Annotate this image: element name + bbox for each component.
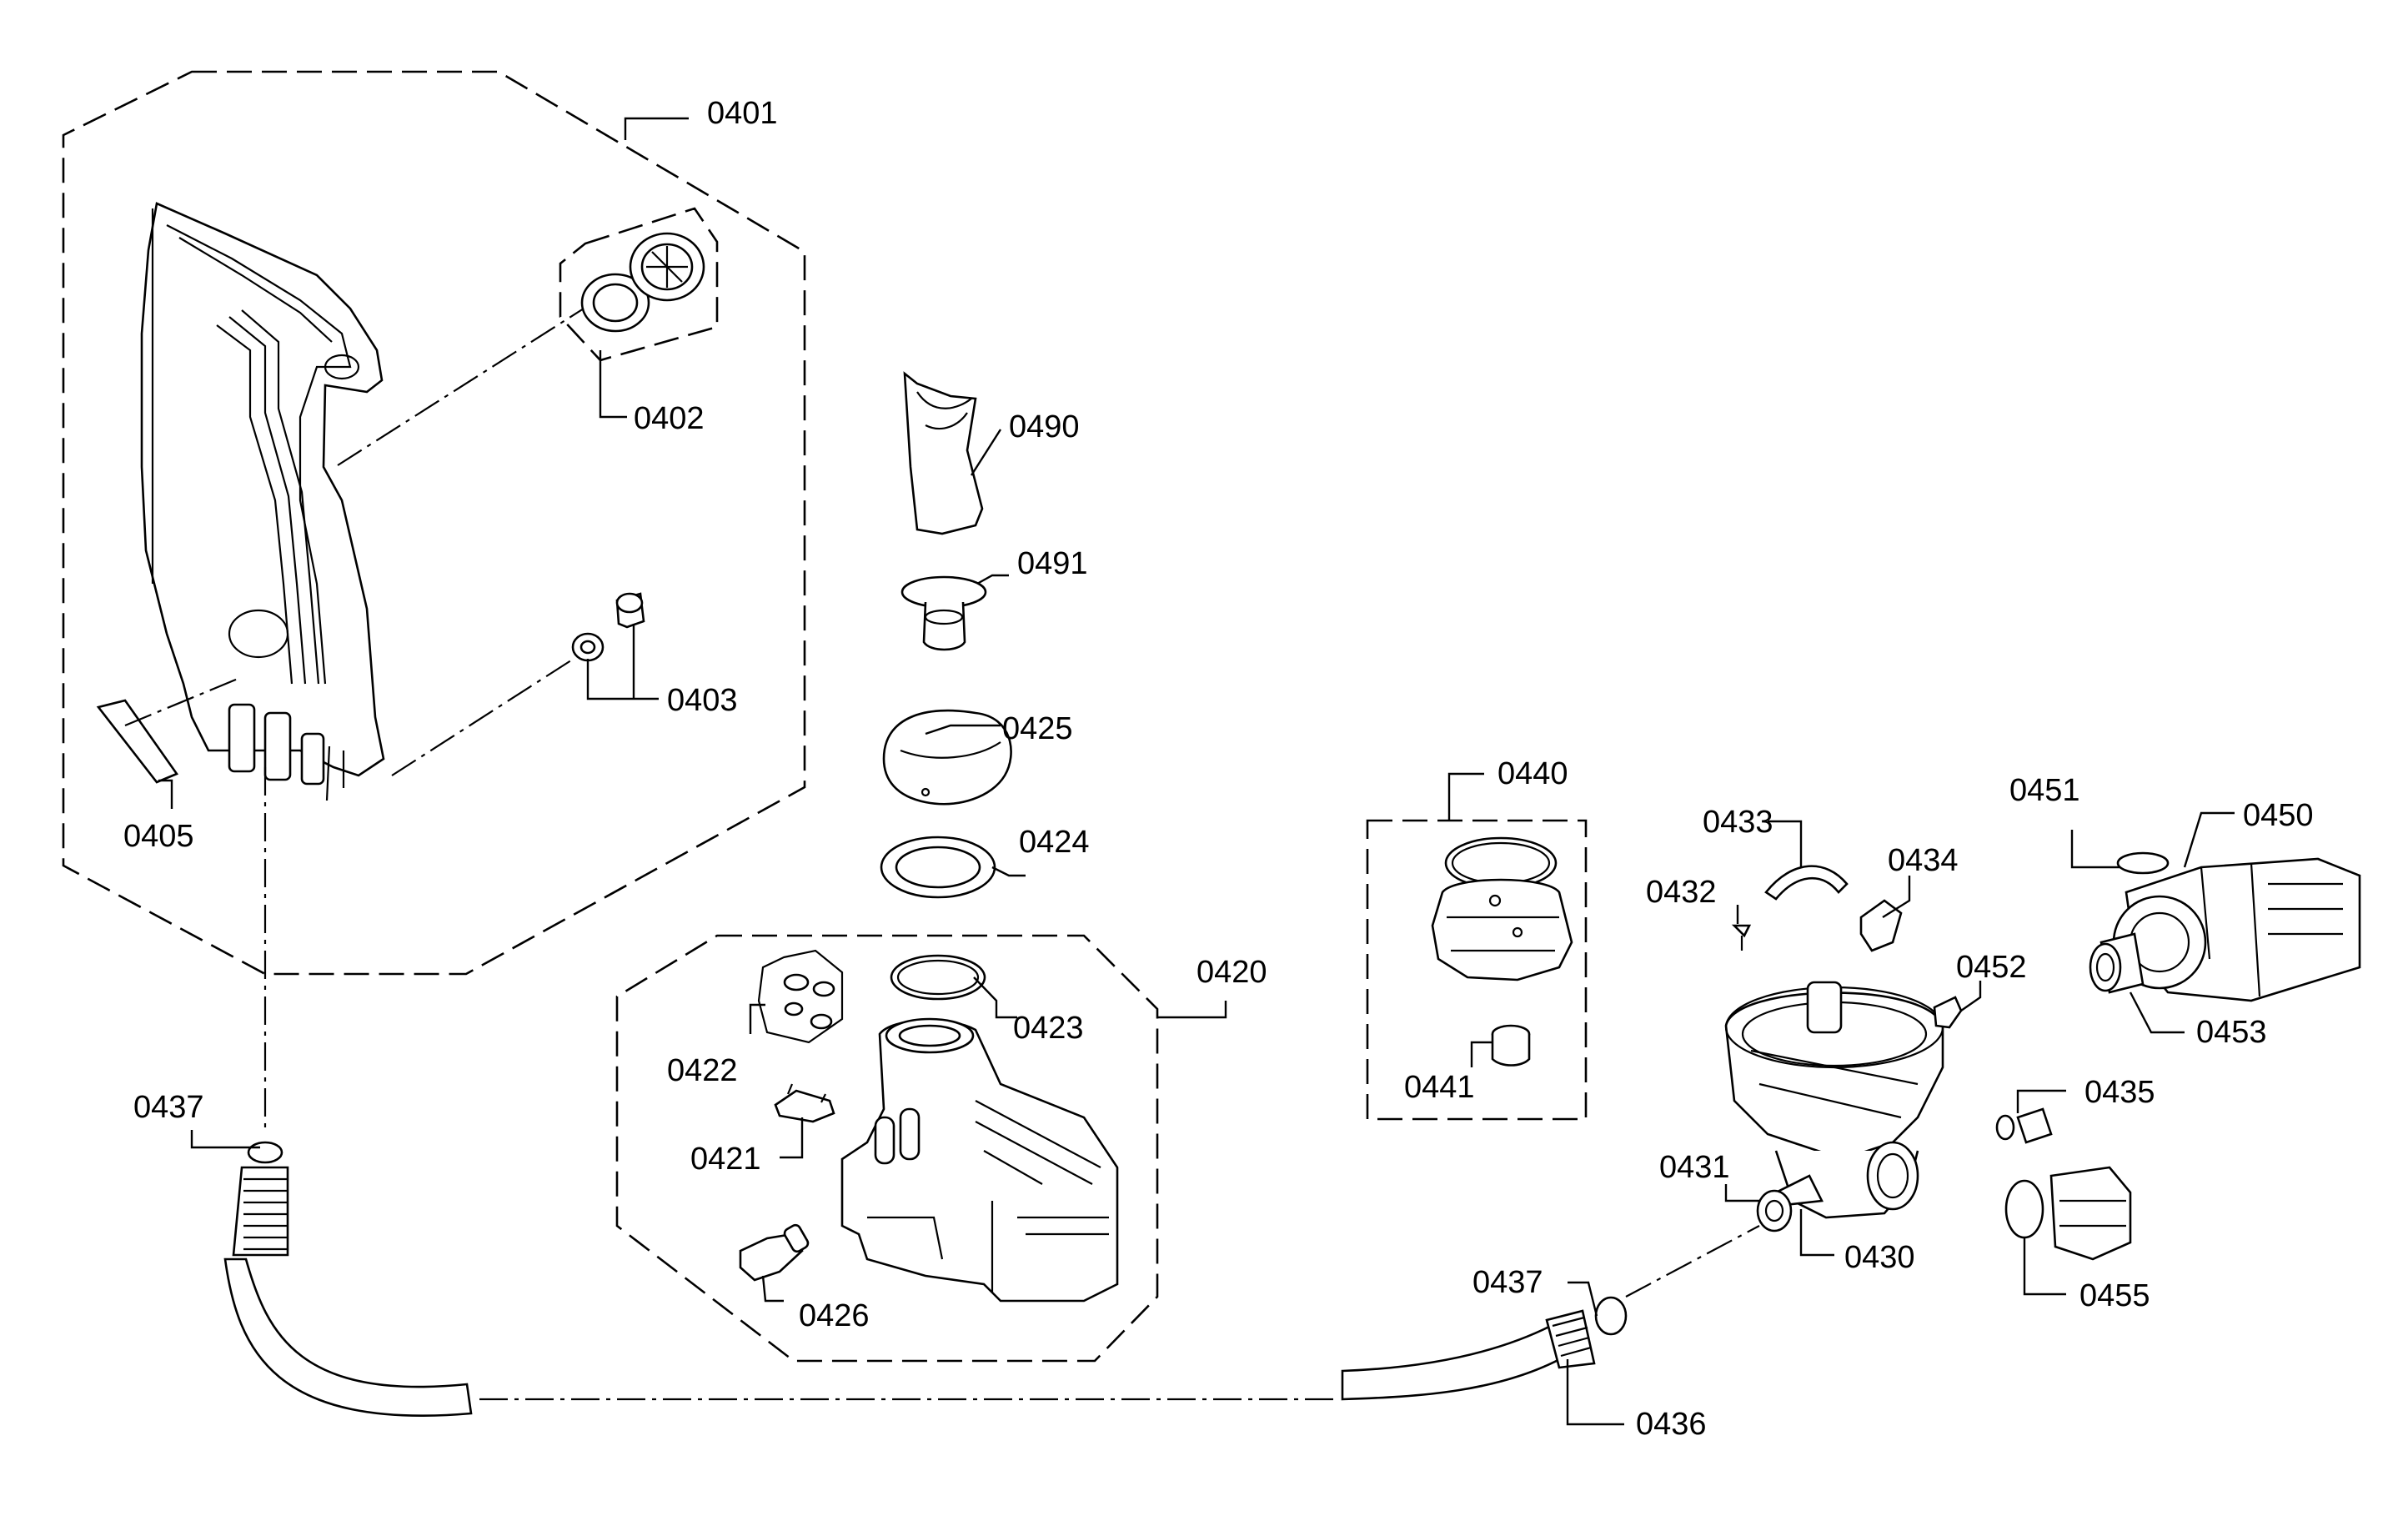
label-0490: 0490 bbox=[1009, 409, 1080, 444]
centerline-0402 bbox=[337, 308, 584, 466]
clip-0452-icon bbox=[1933, 996, 1963, 1029]
centerline-0437-right bbox=[1625, 1225, 1760, 1298]
group-0402-outline bbox=[559, 207, 719, 362]
leader-0452 bbox=[1960, 981, 1982, 1012]
leader-0441 bbox=[1470, 1041, 1492, 1067]
leader-0431 bbox=[1724, 1184, 1759, 1202]
label-0405: 0405 bbox=[123, 819, 194, 854]
label-0401: 0401 bbox=[707, 96, 778, 131]
label-0432: 0432 bbox=[1646, 875, 1717, 910]
label-0435: 0435 bbox=[2084, 1075, 2155, 1110]
label-0451: 0451 bbox=[2009, 773, 2080, 808]
group-0420-outline bbox=[615, 934, 1159, 1363]
leader-0421 bbox=[780, 1117, 804, 1159]
leader-0433 bbox=[1768, 820, 1803, 867]
leader-0420 bbox=[1157, 1001, 1227, 1019]
label-0441: 0441 bbox=[1404, 1070, 1475, 1105]
leader-0401 bbox=[624, 117, 689, 140]
label-0436: 0436 bbox=[1636, 1407, 1707, 1442]
cover-0425-icon bbox=[882, 709, 1012, 806]
label-0453: 0453 bbox=[2196, 1015, 2267, 1050]
label-0430: 0430 bbox=[1844, 1240, 1915, 1275]
hose-clamp-0451-icon bbox=[2116, 851, 2170, 875]
label-0437-right: 0437 bbox=[1472, 1265, 1543, 1300]
sensor-0435-icon bbox=[1995, 1107, 2053, 1144]
label-0434: 0434 bbox=[1888, 843, 1959, 878]
label-0421: 0421 bbox=[690, 1142, 761, 1177]
heater-ring-0440-icon bbox=[1431, 836, 1573, 981]
circulation-pump-motor-icon bbox=[2089, 857, 2361, 1002]
valve-0441-icon bbox=[1491, 1024, 1531, 1067]
label-0424: 0424 bbox=[1019, 825, 1090, 860]
label-0452: 0452 bbox=[1956, 950, 2027, 985]
leader-0430 bbox=[1799, 1209, 1834, 1257]
group-0401-outline bbox=[62, 70, 806, 976]
leader-0436 bbox=[1566, 1359, 1624, 1426]
ring-0424-icon bbox=[880, 836, 996, 899]
label-0425: 0425 bbox=[1002, 711, 1073, 746]
check-valve-0431-icon bbox=[1756, 1189, 1793, 1232]
valve-0403-icon bbox=[571, 592, 645, 662]
label-0491: 0491 bbox=[1017, 546, 1088, 581]
leader-0437-right bbox=[1568, 1281, 1598, 1317]
leader-0424 bbox=[991, 866, 1026, 877]
clip-0421-icon bbox=[774, 1083, 835, 1123]
leader-0451 bbox=[2070, 830, 2120, 869]
funnel-0490-icon bbox=[903, 371, 984, 535]
centerline-0403 bbox=[391, 658, 574, 776]
leader-0490 bbox=[970, 429, 1002, 476]
leader-0437-left bbox=[190, 1130, 260, 1149]
label-0426: 0426 bbox=[799, 1298, 870, 1333]
label-0431: 0431 bbox=[1659, 1150, 1730, 1185]
label-0422: 0422 bbox=[667, 1053, 738, 1088]
label-0420: 0420 bbox=[1196, 955, 1267, 990]
water-distribution-panel-icon bbox=[140, 202, 385, 801]
label-0437-left: 0437 bbox=[133, 1090, 204, 1125]
detergent-dispenser-0420-icon bbox=[840, 1017, 1119, 1303]
seal-ring-0402-icon bbox=[580, 232, 705, 333]
valve-set-0422-icon bbox=[757, 949, 844, 1044]
leader-0403 bbox=[586, 624, 659, 700]
leader-0455 bbox=[2023, 1237, 2066, 1296]
leader-0425 bbox=[925, 724, 1001, 735]
seal-ring-0437-left-icon bbox=[247, 1141, 283, 1164]
latch-0434-icon bbox=[1859, 899, 1903, 952]
label-0423: 0423 bbox=[1013, 1011, 1084, 1046]
sensor-0426-icon bbox=[739, 1223, 810, 1282]
group-0440-outline bbox=[1366, 819, 1588, 1121]
label-0455: 0455 bbox=[2079, 1278, 2150, 1313]
leader-0434 bbox=[1882, 876, 1911, 919]
leader-0435 bbox=[2016, 1089, 2066, 1113]
label-0440: 0440 bbox=[1497, 756, 1568, 791]
leader-0422 bbox=[749, 1003, 765, 1034]
leader-0491 bbox=[976, 574, 1009, 585]
seal-0423-icon bbox=[890, 954, 986, 1001]
label-0450: 0450 bbox=[2243, 798, 2314, 833]
seal-ring-0437-right-icon bbox=[1594, 1296, 1628, 1336]
leader-0426 bbox=[761, 1275, 784, 1303]
centerline-0405 bbox=[124, 675, 243, 727]
label-0402: 0402 bbox=[634, 401, 705, 436]
leader-0453 bbox=[2129, 991, 2185, 1034]
clip-0405-icon bbox=[96, 699, 178, 784]
leader-0423 bbox=[973, 976, 1017, 1019]
drain-hose-icon bbox=[223, 1166, 1596, 1417]
screw-0432-icon bbox=[1731, 924, 1752, 951]
leader-0450 bbox=[2183, 811, 2235, 868]
leader-0440 bbox=[1447, 772, 1484, 821]
sump-housing-icon bbox=[1724, 981, 1944, 1219]
nozzle-0491-icon bbox=[900, 575, 987, 651]
leader-0402 bbox=[599, 350, 627, 419]
leader-0405 bbox=[158, 779, 173, 809]
label-0433: 0433 bbox=[1703, 805, 1773, 840]
label-0403: 0403 bbox=[667, 683, 738, 718]
bracket-0433-icon bbox=[1764, 865, 1849, 901]
